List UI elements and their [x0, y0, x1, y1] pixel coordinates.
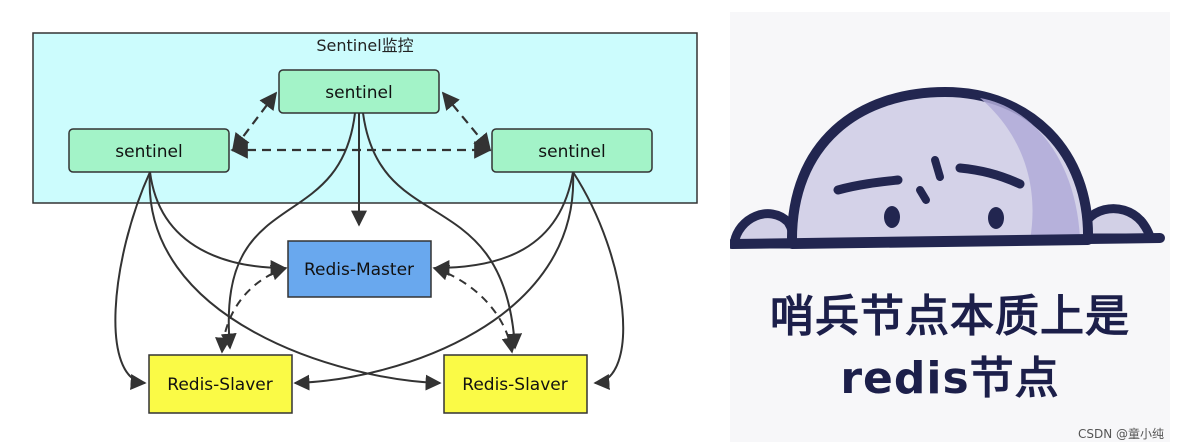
peer-link-top-left: [231, 91, 278, 152]
redis-slave-right-node: Redis-Slaver: [443, 354, 588, 414]
meme-panel: 哨兵节点本质上是 redis节点: [730, 12, 1170, 442]
replication-master-slave-right: [432, 264, 518, 354]
replication-links: [215, 264, 518, 354]
sentinel-left-label: sentinel: [115, 142, 182, 162]
caption-line-2: redis节点: [840, 353, 1060, 404]
sentinel-top-label: sentinel: [325, 83, 392, 103]
redis-slave-left-label: Redis-Slaver: [167, 375, 272, 395]
replication-master-slave-left: [215, 264, 288, 354]
peeking-face-illustration: [730, 87, 1165, 249]
edge-right-to-slave-right: [572, 171, 625, 390]
sentinel-right-label: sentinel: [538, 142, 605, 162]
redis-slave-right-label: Redis-Slaver: [462, 375, 567, 395]
sentinel-right-node: sentinel: [491, 128, 653, 173]
edge-left-to-slave-left: [114, 171, 151, 390]
peer-link-top-right: [441, 91, 492, 152]
watermark: CSDN @童小纯: [1077, 427, 1164, 441]
group-title: Sentinel监控: [316, 36, 413, 55]
redis-master-label: Redis-Master: [304, 260, 414, 280]
sentinel-top-node: sentinel: [278, 69, 440, 114]
sentinel-left-node: sentinel: [68, 128, 230, 173]
sentinel-group: [32, 32, 698, 204]
caption-line-1: 哨兵节点本质上是: [770, 291, 1130, 342]
redis-master-node: Redis-Master: [287, 240, 432, 298]
sentinel-peer-links: [230, 91, 492, 159]
sentinel-diagram: Sentinel监控 sentinel sentinel sentinel: [32, 32, 698, 414]
redis-slave-left-node: Redis-Slaver: [148, 354, 293, 414]
